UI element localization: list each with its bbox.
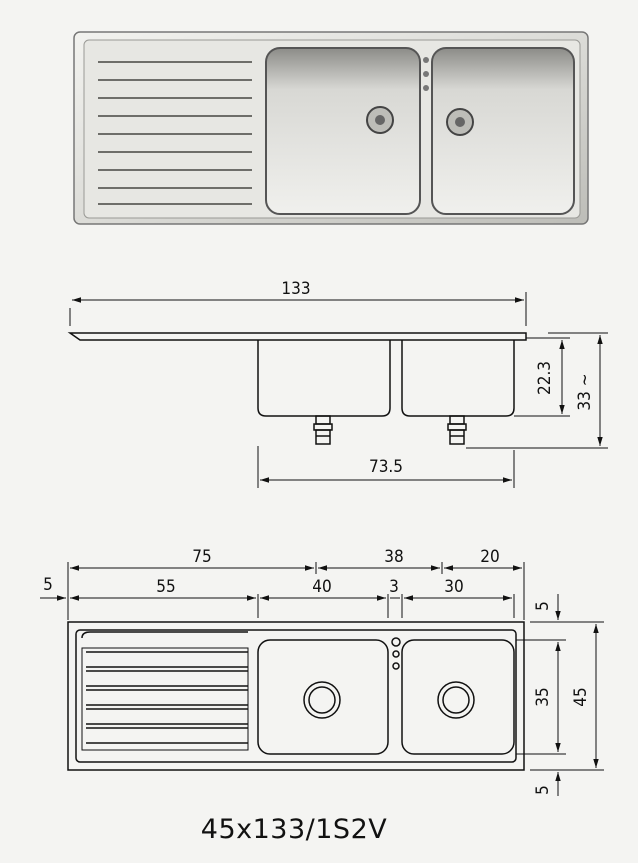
side-drain-left [313,415,333,445]
photo-bowl-left [265,47,421,215]
dim-top-margin-5: 5 [533,601,553,611]
top-drainboard [81,631,249,751]
dim-drainboard-75: 75 [192,547,211,567]
model-code: 45x133/1S2V [201,814,387,845]
side-drain-right [447,415,467,445]
dim-bowls-38: 38 [384,547,403,567]
top-drain-left [303,681,341,719]
side-dimensions [69,292,608,488]
sink-photo [73,31,589,225]
dim-drain-span: 73.5 [369,457,403,477]
dim-total-length: 133 [281,279,310,299]
top-drain-right [437,681,475,719]
top-view [67,621,525,771]
dim-bowl-right-30: 30 [444,577,463,597]
dim-total-depth-45: 45 [571,687,591,706]
side-view [67,332,527,445]
top-bowl-right [401,639,515,755]
photo-drain-right [446,108,474,136]
dim-bottom-margin-5: 5 [533,785,553,795]
top-bowl-left [257,639,389,755]
dim-bowl-left-40: 40 [312,577,331,597]
top-dimensions [40,562,604,796]
photo-bowl-right [431,47,575,215]
photo-drain-left [366,106,394,134]
dim-left-edge-5: 5 [43,575,53,595]
dim-right-20: 20 [480,547,499,567]
dim-divider-3: 3 [389,577,399,597]
dim-total-height: 33 ~ [575,373,595,410]
photo-drainboard [98,61,252,205]
dim-bowl-height-35: 35 [533,687,553,706]
dim-bowl-depth: 22.3 [535,361,555,395]
dim-drainboard-55: 55 [156,577,175,597]
